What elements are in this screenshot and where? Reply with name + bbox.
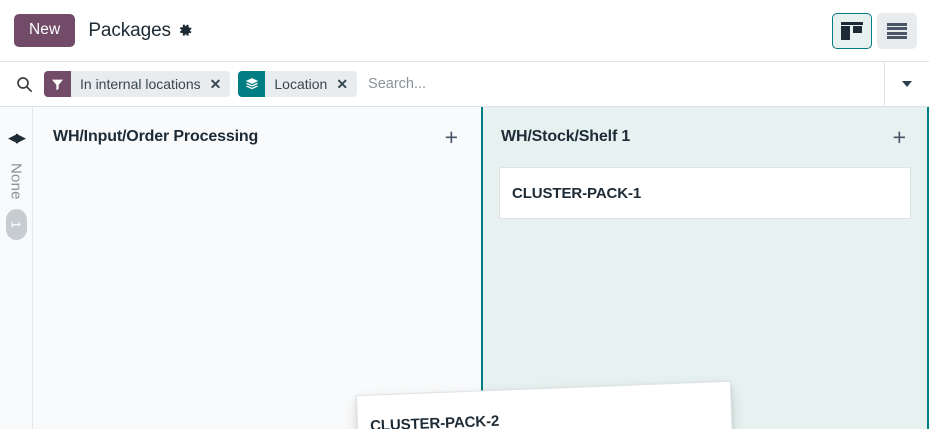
list-view-button[interactable] — [877, 13, 917, 49]
search-icon[interactable] — [16, 76, 33, 93]
kanban-column-add-button[interactable]: + — [444, 123, 458, 150]
search-facet-filter-label: In internal locations — [80, 76, 201, 92]
control-panel-top-row: New Packages — [0, 0, 929, 61]
new-button[interactable]: New — [14, 14, 76, 47]
page-title: Packages — [88, 19, 171, 41]
kanban-column-title: WH/Stock/Shelf 1 — [501, 128, 631, 145]
expand-collapse-icon[interactable]: ◀▶ — [8, 130, 26, 145]
search-facets: In internal locations ✕ Location ✕ — [44, 71, 358, 97]
search-dropdown-toggle[interactable] — [884, 61, 929, 107]
kanban-column-header: WH/Input/Order Processing + — [51, 107, 463, 167]
kanban-column-cards — [51, 167, 463, 429]
gear-icon[interactable] — [178, 23, 193, 41]
kanban-column-wh-stock-shelf-1: WH/Stock/Shelf 1 + CLUSTER-PACK-1 — [481, 107, 929, 429]
kanban-board: ◀▶ None 1 WH/Input/Order Processing + WH… — [0, 107, 929, 429]
filter-icon — [44, 71, 71, 97]
kanban-column-wh-input-order-processing: WH/Input/Order Processing + — [33, 107, 481, 429]
search-input[interactable] — [366, 71, 884, 97]
search-facet-groupby-label: Location — [274, 76, 328, 92]
search-bar: In internal locations ✕ Location ✕ — [0, 61, 929, 107]
list-view-icon — [887, 23, 907, 39]
search-facet-groupby-remove[interactable]: ✕ — [336, 75, 349, 92]
layers-icon — [238, 71, 266, 97]
kanban-column-header: WH/Stock/Shelf 1 + — [499, 107, 911, 167]
kanban-column-folded-none[interactable]: ◀▶ None 1 — [0, 107, 33, 429]
breadcrumb: Packages — [88, 20, 193, 42]
kanban-view-button[interactable] — [832, 13, 872, 49]
chevron-down-icon — [902, 81, 912, 87]
search-facet-filter-remove[interactable]: ✕ — [209, 75, 222, 92]
search-facet-groupby[interactable]: Location ✕ — [238, 71, 358, 97]
kanban-view-icon — [841, 22, 863, 40]
kanban-column-add-button[interactable]: + — [892, 123, 906, 150]
control-panel: New Packages — [0, 0, 929, 107]
kanban-column-cards: CLUSTER-PACK-1 — [499, 167, 911, 429]
kanban-card[interactable]: CLUSTER-PACK-1 — [499, 167, 911, 219]
view-switcher — [832, 13, 917, 49]
kanban-column-folded-count: 1 — [5, 208, 27, 240]
kanban-column-title: WH/Input/Order Processing — [53, 128, 259, 145]
kanban-column-folded-title: None — [7, 163, 25, 200]
search-facet-filter[interactable]: In internal locations ✕ — [44, 71, 231, 97]
